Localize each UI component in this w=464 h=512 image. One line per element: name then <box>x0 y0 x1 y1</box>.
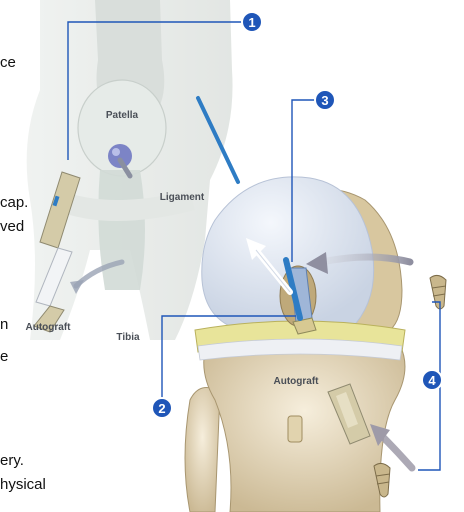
svg-text:3: 3 <box>321 93 328 108</box>
marker-4: 4 <box>422 370 442 390</box>
svg-text:4: 4 <box>428 373 436 388</box>
svg-text:2: 2 <box>158 401 165 416</box>
screw-icon-top <box>430 275 446 309</box>
right-knee-figure <box>185 177 405 512</box>
label-patella: Patella <box>106 110 139 121</box>
marker-1: 1 <box>242 12 262 32</box>
label-autograft-right: Autograft <box>274 376 320 387</box>
marker-2: 2 <box>152 398 172 418</box>
label-ligament: Ligament <box>160 192 205 203</box>
svg-text:1: 1 <box>248 15 255 30</box>
marker-3: 3 <box>315 90 335 110</box>
label-tibia: Tibia <box>116 332 140 343</box>
label-autograft-left: Autograft <box>26 322 72 333</box>
